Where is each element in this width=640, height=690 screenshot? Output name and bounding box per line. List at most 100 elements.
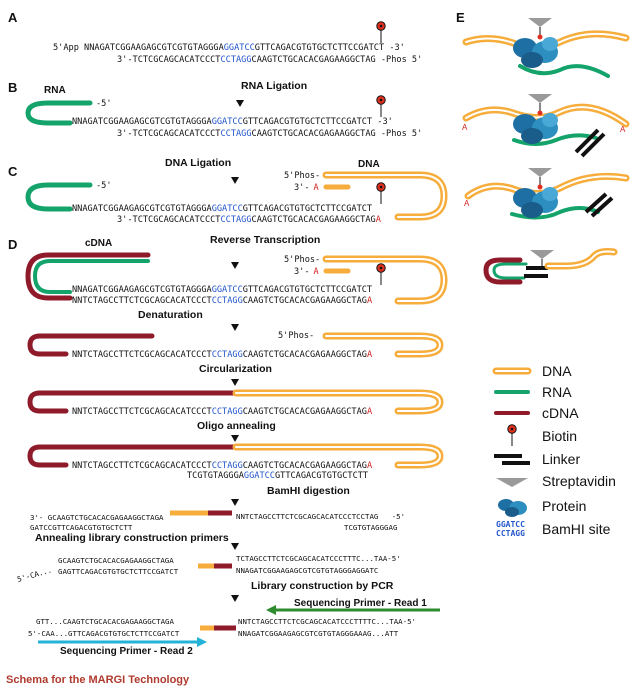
step-arrow — [231, 262, 239, 269]
dna-strand-circ-inner — [235, 392, 442, 412]
panel-c-bottom-strand: 3'-TCTCGCAGCACATCCCTCCTAGGCAAGTCTGCACACG… — [117, 215, 382, 225]
read2-arrowhead — [197, 637, 207, 647]
complex-2: A A — [462, 94, 630, 158]
bam-left-top: 3'- GCAAGTCTGCACACGAGAAGGCTAGA — [30, 513, 164, 522]
biotin-marker-b — [376, 95, 386, 118]
read1-arrowhead — [266, 605, 276, 615]
panel-b-letter: B — [8, 80, 17, 95]
biotin-icon — [507, 424, 517, 447]
bam-left-bottom: GATCCGTTCAGACGTGTGCTCTT — [30, 523, 133, 532]
legend-item-linker: Linker — [494, 451, 580, 467]
svg-text:DNA: DNA — [542, 363, 572, 379]
annealed-oligo: TCGTGTAGGGAGGATCCGTTCAGACGTGTGCTCTT — [187, 471, 368, 481]
svg-text:Linker: Linker — [542, 451, 580, 467]
svg-text:RNA: RNA — [542, 384, 572, 400]
ann-left-primer-tail: 5'-CA... — [16, 565, 53, 583]
panel-e-letter: E — [456, 10, 465, 25]
svg-text:CCTAGG: CCTAGG — [496, 529, 525, 538]
denaturation-title: Denaturation — [138, 309, 203, 321]
bam-right-top: NNTCTAGCCTTCTCGCAGCACATCCCTCCTAG -5' — [236, 512, 405, 521]
svg-text:A: A — [462, 123, 468, 132]
svg-text:A: A — [464, 199, 470, 208]
phos-label-c: 5'Phos- — [284, 171, 320, 181]
panel-a-top-strand: 5'App NNAGATCGGAAGAGCGTCGTGTAGGGAGGATCCG… — [53, 43, 405, 53]
figure-caption: Schema for the MARGI Technology — [6, 674, 190, 686]
svg-text:BamHI site: BamHI site — [542, 521, 611, 537]
panel-c-letter: C — [8, 164, 18, 179]
rt-bottom-strand: NNTCTAGCCTTCTCGCAGCACATCCCTCCTAGGCAAGTCT… — [72, 296, 373, 306]
complex-3: A — [464, 168, 630, 220]
oligo-annealing-title: Oligo annealing — [197, 420, 276, 432]
pcr-right-top: NNTCTAGCCTTCTCGCAGCACATCCCTTTTC...TAA-5' — [238, 617, 416, 626]
rna-ligation-title: RNA Ligation — [241, 80, 307, 92]
panel-b-bottom-strand: 3'-TCTCGCAGCACATCCCTCCTAGGCAAGTCTGCACACG… — [117, 129, 422, 139]
step-arrow — [231, 499, 239, 506]
legend-item-bamhi: GGATCC CCTAGG BamHI site — [496, 520, 611, 538]
rna-5prime-c: -5' — [96, 181, 112, 191]
ann-left-top: GCAAGTCTGCACACGAGAAGGCTAGA — [58, 556, 174, 565]
step-arrow — [231, 595, 239, 602]
legend-item-protein: Protein — [498, 498, 586, 517]
step-arrow — [231, 435, 239, 442]
streptavidin-legend-icon — [496, 478, 528, 487]
library-pcr-title: Library construction by PCR — [251, 580, 394, 592]
pcr-right-bottom: NNAGATCGGAAGAGCGTCGTGTAGGGAAAG...ATT — [238, 629, 399, 638]
complex-1 — [462, 18, 630, 78]
svg-text:Biotin: Biotin — [542, 428, 577, 444]
legend-item-cdna: cDNA — [494, 405, 579, 421]
panel-b-top-strand: NNAGATCGGAAGAGCGTCGTGTAGGGAGGATCCGTTCAGA… — [72, 117, 393, 127]
dna-label: DNA — [358, 159, 380, 170]
rna-strand-c — [25, 182, 93, 212]
cdna-strand-oligo — [27, 444, 239, 468]
biotin-marker-rt — [376, 263, 386, 286]
circularization-title: Circularization — [199, 363, 272, 375]
reverse-transcription-title: Reverse Transcription — [210, 234, 320, 246]
three-prime-c: 3'-A — [294, 183, 320, 193]
ann-left-bottom: GAGTTCAGACGTGTGCTCTTCCGATCT — [58, 567, 179, 576]
three-prime-rt: 3'-A — [294, 267, 320, 277]
phos-label-rt: 5'Phos- — [284, 255, 320, 265]
bamhi-digestion-title: BamHI digestion — [267, 485, 350, 497]
circ-strand: NNTCTAGCCTTCTCGCAGCACATCCCTCCTAGGCAAGTCT… — [72, 407, 373, 417]
svg-text:GGATCC: GGATCC — [496, 520, 525, 529]
biotin-marker-a — [376, 21, 386, 44]
step-arrow — [231, 177, 239, 184]
panel-a-bottom-strand: 3'-TCTCGCAGCACATCCCTCCTAGGCAAGTCTGCACACG… — [117, 55, 422, 65]
svg-text:A: A — [620, 125, 626, 134]
cdna-label: cDNA — [85, 238, 112, 249]
complex-4 — [483, 248, 618, 285]
svg-text:Protein: Protein — [542, 498, 586, 514]
rna-strand-rt — [32, 259, 150, 294]
den-strand: NNTCTAGCCTTCTCGCAGCACATCCCTCCTAGGCAAGTCT… — [72, 350, 373, 360]
step-arrow — [231, 379, 239, 386]
panel-e: E A A — [456, 10, 630, 285]
panel-c-top-strand: NNAGATCGGAAGAGCGTCGTGTAGGGAGGATCCGTTCAGA… — [72, 204, 372, 214]
panel-d-letter: D — [8, 237, 17, 252]
panel-b: B RNA Ligation RNA -5' NNAGATCGGAAGAGCGT… — [8, 80, 422, 139]
svg-text:cDNA: cDNA — [542, 405, 579, 421]
linker-legend-icon — [494, 454, 530, 465]
dna-strand-den-inner — [325, 335, 442, 355]
cdna-strand-rt — [25, 252, 151, 301]
read2-label: Sequencing Primer - Read 2 — [60, 646, 193, 657]
rna-label: RNA — [44, 85, 66, 96]
rt-top-strand: NNAGATCGGAAGAGCGTCGTGTAGGGAGGATCCGTTCAGA… — [72, 285, 372, 295]
cdna-strand-circ — [27, 390, 239, 414]
linker-icon — [574, 128, 606, 158]
panel-d: D cDNA Reverse Transcription 5'Phos- 3'-… — [8, 234, 448, 657]
step-arrow — [236, 100, 244, 107]
ann-right-top: TCTAGCCTTCTCGCAGCACATCCCTTTC...TAA-5' — [236, 554, 401, 563]
pcr-left-bottom: 5'-CAA...GTTCAGACGTGTGCTCTTCCGATCT — [28, 629, 180, 638]
legend-item-biotin: Biotin — [507, 424, 577, 447]
bam-right-bottom: TCGTGTAGGGAG — [344, 523, 397, 532]
panel-c: C DNA Ligation -5' DNA 5'Phos- 3'-A NNAG… — [8, 157, 448, 225]
legend: DNA RNA cDNA Biotin Linker Streptavidin … — [492, 363, 616, 538]
biotin-marker-c — [376, 182, 386, 205]
dna-ligation-title: DNA Ligation — [165, 157, 231, 169]
panel-a: A 5'App NNAGATCGGAAGAGCGTCGTGTAGGGAGGATC… — [8, 10, 422, 65]
phos-label-den: 5'Phos- — [278, 331, 314, 341]
pcr-left-top: GTT...CAAGTCTGCACACGAGAAGGCTAGA — [36, 617, 174, 626]
panel-a-letter: A — [8, 10, 18, 25]
step-arrow — [231, 324, 239, 331]
